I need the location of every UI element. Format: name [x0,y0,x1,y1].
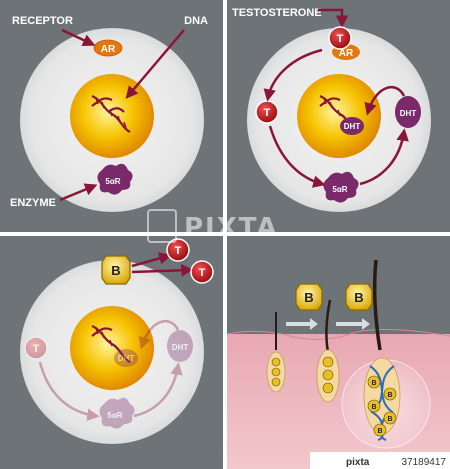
faded-arrow-1 [38,361,100,421]
nucleus [297,74,381,158]
dna-helix-icon [91,94,131,133]
ar-receptor [93,39,123,57]
testosterone-repelled-1 [166,238,190,262]
panel-3: DHT T 5αR DHT B T T [0,236,223,469]
testosterone-cycle-tag: T [264,107,271,119]
dht-tag: DHT [400,109,417,118]
follicle-blocker-tag: B [387,392,392,399]
faded-arrow-3 [138,320,180,350]
hair-follicle-medium [316,299,340,403]
hair-follicle-small [266,312,286,393]
blocker-tag-2: B [354,290,363,305]
blocker-molecule [101,255,131,285]
blocker-molecule [345,283,373,311]
footer-bar [310,452,450,469]
progress-arrow-1 [286,318,318,330]
testosterone-tag: T [337,33,344,45]
cycle-arrow-3 [359,128,409,186]
follicle-blocker-tag: B [371,380,376,387]
dht-in-nucleus [340,117,364,135]
repel-arrow-2 [131,264,194,277]
progress-arrow-2 [336,318,370,330]
footer-logo-text: pixta [346,457,370,468]
testosterone-faded-tag: T [33,343,40,355]
cycle-arrow-2 [268,125,326,188]
testosterone-molecule-faded [24,336,48,360]
enzyme-5ar-faded-label: 5αR [107,411,122,420]
dht-molecule-faded [167,330,193,362]
dht-in-nucleus-tag: DHT [344,122,361,131]
watermark: PIXTA [147,209,279,243]
repel-arrow-1 [131,252,172,268]
enzyme-5ar-label: 5αR [332,185,347,194]
dna-helix-icon [91,324,131,363]
dht-in-nucleus-tag: DHT [118,354,135,363]
blocker-tag: B [111,263,120,278]
testosterone-repelled-2-tag: T [199,267,206,279]
dht-faded-tag: DHT [172,343,189,352]
ar-receptor-label: AR [339,48,354,59]
testosterone-molecule [328,26,352,50]
cycle-arrow-4 [364,86,406,116]
nucleus [70,306,154,390]
enzyme-5ar [323,171,359,203]
faded-pathway: DHT T 5αR DHT [24,320,193,429]
follicle-blocker-tag: B [377,428,382,435]
ar-receptor-label: AR [101,44,116,55]
testosterone-repelled-1-tag: T [175,245,182,257]
blocker-tag-1: B [304,290,313,305]
enzyme-arrow [59,183,98,202]
follicle-blocker-tag: B [387,416,392,423]
testosterone-label: TESTOSTERONE [232,7,322,19]
enzyme-5ar-label: 5αR [105,177,120,186]
blocker-molecule [295,283,323,311]
hair-follicle-large: B B B B B [341,259,431,449]
enzyme-5ar-faded [99,397,135,429]
image-number: 37189417 [402,457,447,468]
panel-2: TESTOSTERONE AR T T 5αR DHT DHT [227,0,450,232]
receptor-arrow [61,28,96,46]
dna-arrow [125,29,185,99]
testosterone-repelled-2 [190,260,214,284]
watermark-text: PIXTA [184,213,279,243]
dht-in-nucleus [114,349,138,367]
panel-1: AR 5αR RECEPTOR DNA ENZYME [0,0,223,232]
panel-4: B B B B [226,236,450,469]
receptor-label: RECEPTOR [12,15,73,27]
watermark-logo-icon [147,209,177,243]
follicle-blocker-tag: B [371,404,376,411]
testosterone-entry-arrow [318,8,349,28]
faded-arrow-2 [133,362,183,418]
cycle-arrow-1 [263,48,323,102]
enzyme-5ar [97,163,133,195]
dna-label: DNA [184,15,208,27]
enzyme-label: ENZYME [10,197,56,209]
dht-molecule [395,96,421,128]
